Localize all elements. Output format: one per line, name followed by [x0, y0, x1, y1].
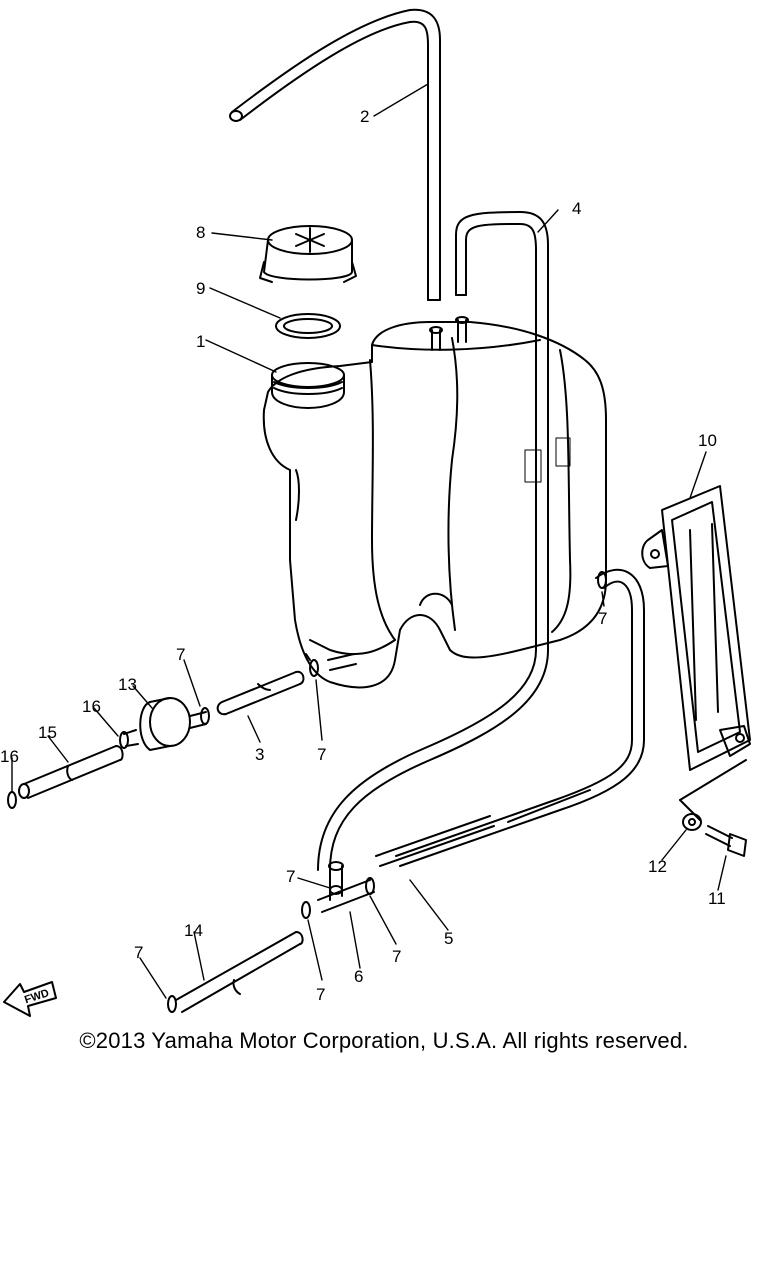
tank-cap-8	[259, 225, 357, 283]
callout-7-f: 7	[316, 985, 325, 1004]
callout-14: 14	[184, 921, 203, 940]
callout-labels: 1 2 3 4 5 6 7 7 7 7 7 7 7 8 9 10 11 12 1…	[0, 107, 726, 1006]
callout-1: 1	[196, 332, 205, 351]
callout-3: 3	[255, 745, 264, 764]
callout-7-b: 7	[317, 745, 326, 764]
callout-12: 12	[648, 857, 667, 876]
callout-2: 2	[360, 107, 369, 126]
callout-7-d: 7	[286, 867, 295, 886]
callout-15: 15	[38, 723, 57, 742]
clamp-16	[119, 731, 129, 749]
bracket-10	[641, 485, 751, 821]
callout-9: 9	[196, 279, 205, 298]
clamp-7-tee	[301, 877, 375, 919]
hose-14	[175, 931, 304, 1013]
fuel-filter-13	[123, 697, 207, 751]
return-hose	[395, 568, 645, 867]
clamp-7-filter	[200, 707, 210, 725]
tank-vent-fittings	[429, 316, 469, 351]
callout-5: 5	[444, 929, 453, 948]
hose-4	[317, 211, 549, 871]
callout-13: 13	[118, 675, 137, 694]
bolt-11	[705, 825, 747, 857]
filler-neck-1	[271, 362, 345, 409]
hose-3	[216, 653, 357, 716]
hose-5	[375, 789, 591, 867]
t-fitting-6	[317, 861, 375, 913]
clamp-7	[305, 653, 319, 677]
washer-12	[682, 813, 702, 831]
callout-7-a: 7	[176, 645, 185, 664]
hose-2	[229, 8, 441, 301]
callout-16-b: 16	[0, 747, 19, 766]
hose-15	[18, 745, 124, 799]
callout-11: 11	[708, 889, 726, 908]
callout-7-c: 7	[598, 609, 607, 628]
callout-7-g: 7	[134, 943, 143, 962]
callout-8: 8	[196, 223, 205, 242]
parts-diagram: 1 2 3 4 5 6 7 7 7 7 7 7 7 8 9 10 11 12 1…	[0, 8, 751, 1017]
fuel-tank	[262, 321, 607, 689]
callout-10: 10	[698, 431, 717, 450]
callout-6: 6	[354, 967, 363, 986]
callout-16-a: 16	[82, 697, 101, 716]
callout-7-e: 7	[392, 947, 401, 966]
copyright-notice: ©2013 Yamaha Motor Corporation, U.S.A. A…	[79, 1028, 689, 1053]
callout-4: 4	[572, 199, 581, 218]
o-ring-9	[275, 313, 341, 339]
leader-lines	[11, 83, 727, 999]
fwd-arrow-icon	[3, 981, 57, 1017]
clamp-7-hose14	[167, 995, 177, 1013]
clamp-16-end	[7, 791, 17, 809]
